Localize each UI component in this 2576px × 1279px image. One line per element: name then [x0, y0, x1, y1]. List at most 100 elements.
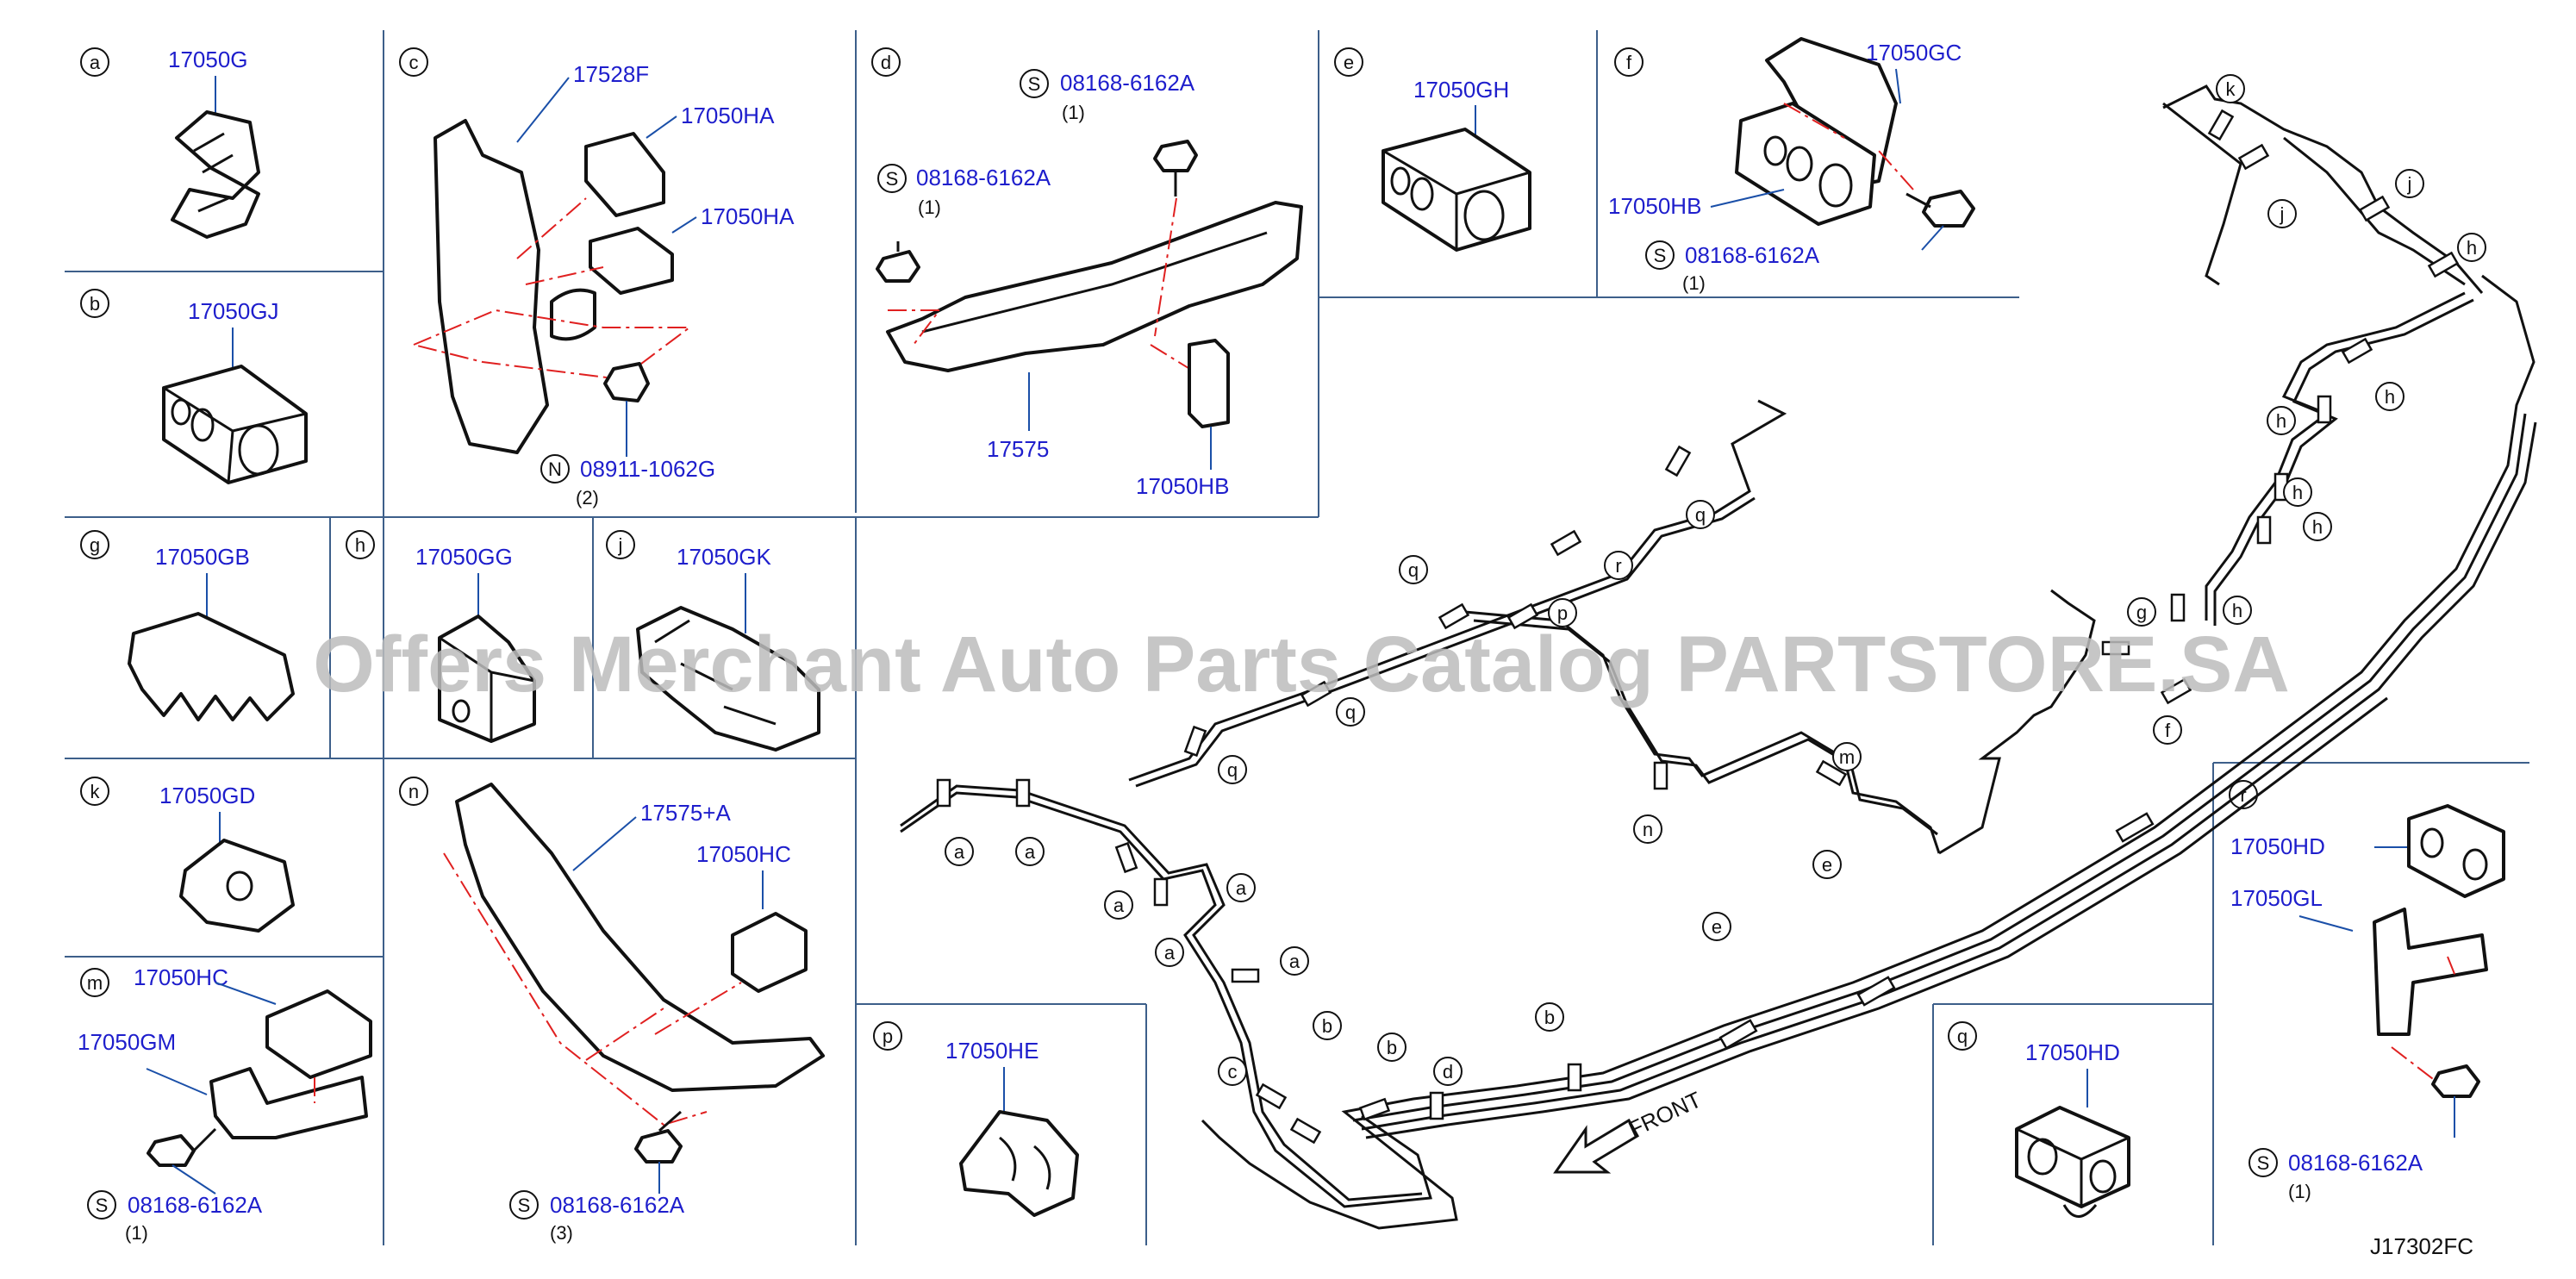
svg-text:h: h — [2467, 237, 2477, 259]
svg-text:j: j — [618, 534, 623, 556]
clip-17050GK — [636, 606, 820, 752]
panel-letter-m: m — [80, 968, 109, 997]
tube-main-3 — [1365, 696, 2388, 1139]
callout-a5: a — [1280, 946, 1309, 976]
svg-text:08168-6162A: 08168-6162A — [916, 165, 1051, 190]
svg-text:(3): (3) — [550, 1222, 573, 1244]
svg-text:S: S — [1654, 245, 1667, 266]
clip-17050GG — [438, 615, 536, 743]
panel-letter-h: h — [346, 530, 375, 559]
svg-text:b: b — [1322, 1015, 1332, 1037]
svg-text:a: a — [1113, 895, 1125, 916]
svg-text:08168-6162A: 08168-6162A — [2288, 1150, 2423, 1176]
svg-text:d: d — [881, 52, 891, 73]
svg-text:h: h — [2312, 516, 2323, 538]
svg-text:08168-6162A: 08168-6162A — [550, 1192, 685, 1218]
callout-c: c — [1218, 1057, 1247, 1086]
clip-17050GJ — [162, 365, 308, 484]
svg-text:j: j — [2280, 203, 2285, 225]
svg-text:17050HA: 17050HA — [701, 203, 795, 229]
bracket-17575 — [886, 201, 1303, 372]
callout-a4: a — [1155, 938, 1184, 967]
tube-middle-2 — [1473, 619, 1938, 836]
svg-text:h: h — [2232, 600, 2242, 621]
panel-letter-k: k — [80, 777, 109, 806]
svg-text:a: a — [1164, 942, 1176, 964]
svg-text:q: q — [1695, 504, 1706, 526]
callout-n: n — [1633, 814, 1662, 844]
panel-g: 17050GB — [128, 544, 295, 721]
svg-text:17050HA: 17050HA — [681, 103, 775, 128]
callout-a2: a — [1015, 837, 1045, 866]
svg-text:(2): (2) — [576, 487, 599, 508]
clip-17050HB-d — [1188, 339, 1230, 428]
svg-text:08911-1062G: 08911-1062G — [580, 456, 715, 482]
callout-g: g — [2127, 597, 2156, 627]
panel-letter-f: f — [1614, 47, 1644, 77]
tube-rear-down-2 — [2213, 298, 2474, 626]
panel-letter-p: p — [873, 1021, 902, 1051]
callout-h4: h — [2283, 477, 2312, 507]
callout-d: d — [1433, 1057, 1463, 1086]
svg-text:r: r — [1615, 555, 1621, 577]
bolt-d-top — [1153, 140, 1198, 172]
svg-text:h: h — [2385, 386, 2395, 408]
clip-17050G — [171, 110, 260, 239]
svg-text:08168-6162A: 08168-6162A — [1060, 70, 1195, 96]
svg-text:(1): (1) — [918, 197, 941, 218]
svg-text:q: q — [1957, 1026, 1968, 1047]
svg-text:h: h — [2292, 482, 2303, 503]
svg-text:r: r — [2240, 784, 2246, 806]
svg-text:k: k — [2226, 78, 2236, 100]
svg-text:b: b — [90, 293, 100, 315]
callout-h1: h — [2457, 233, 2486, 262]
callout-j2: j — [2267, 199, 2297, 228]
svg-text:17050GJ: 17050GJ — [188, 298, 279, 324]
callout-m: m — [1832, 742, 1862, 771]
bracket-17575+A — [455, 783, 825, 1092]
panel-j: 17050GK — [636, 544, 820, 752]
panel-letter-a: a — [80, 47, 109, 77]
svg-text:a: a — [90, 52, 101, 73]
svg-text:17050HD: 17050HD — [2025, 1039, 2120, 1065]
bracket-17050GM — [209, 1067, 368, 1139]
callout-h2: h — [2375, 382, 2404, 411]
panel-h: 17050GG — [415, 544, 536, 743]
svg-text:S: S — [96, 1195, 109, 1216]
svg-text:b: b — [1387, 1037, 1397, 1058]
callout-j1: j — [2395, 169, 2424, 198]
svg-text:N: N — [548, 459, 562, 480]
svg-text:d: d — [1443, 1061, 1453, 1082]
clip-17050HA-1 — [584, 132, 665, 217]
panel-letter-j: j — [606, 530, 635, 559]
svg-text:(1): (1) — [2288, 1181, 2311, 1202]
bracket-17528F — [433, 119, 549, 454]
svg-text:17050GL: 17050GL — [2230, 885, 2323, 911]
svg-text:q: q — [1227, 759, 1238, 781]
tube-rear-top-2 — [2162, 102, 2242, 286]
tube-rear-top — [2162, 84, 2484, 294]
panel-d: S 08168-6162A (1) S 08168-6162A (1) 1757… — [876, 69, 1303, 499]
svg-text:08168-6162A: 08168-6162A — [128, 1192, 263, 1218]
svg-text:17528F: 17528F — [573, 61, 649, 87]
callout-q4: q — [1218, 755, 1247, 784]
tube-front-right-a — [1201, 274, 2535, 1230]
clip-17050HC-m — [265, 989, 372, 1079]
callout-h6: h — [2223, 596, 2252, 625]
bolt-f — [1922, 190, 1975, 228]
svg-text:17050GM: 17050GM — [78, 1029, 176, 1055]
svg-text:h: h — [355, 534, 365, 556]
panel-q: 17050HD — [2015, 1039, 2130, 1218]
svg-text:08168-6162A: 08168-6162A — [1685, 242, 1820, 268]
callout-q3: q — [1336, 697, 1365, 727]
clip-17050GB — [128, 612, 295, 721]
svg-text:j: j — [2407, 173, 2412, 195]
panel-letter-b: b — [80, 289, 109, 318]
callout-b2: b — [1377, 1033, 1407, 1062]
svg-text:c: c — [1228, 1061, 1238, 1082]
svg-text:q: q — [1408, 559, 1419, 581]
svg-text:17050HD: 17050HD — [2230, 833, 2325, 859]
callout-e2: e — [1702, 912, 1731, 941]
svg-text:h: h — [2276, 410, 2286, 432]
svg-text:17050GD: 17050GD — [159, 783, 255, 808]
